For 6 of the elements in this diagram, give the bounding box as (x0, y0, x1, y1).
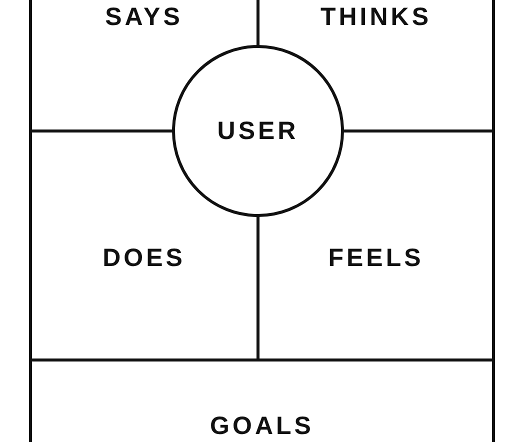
section-label: SAYS (105, 2, 183, 32)
section-label: FEELS (328, 243, 424, 273)
section-label: GOALS (210, 411, 314, 441)
section-label: USER (217, 116, 299, 146)
section-label: THINKS (320, 2, 432, 32)
section-label: DOES (102, 243, 186, 273)
